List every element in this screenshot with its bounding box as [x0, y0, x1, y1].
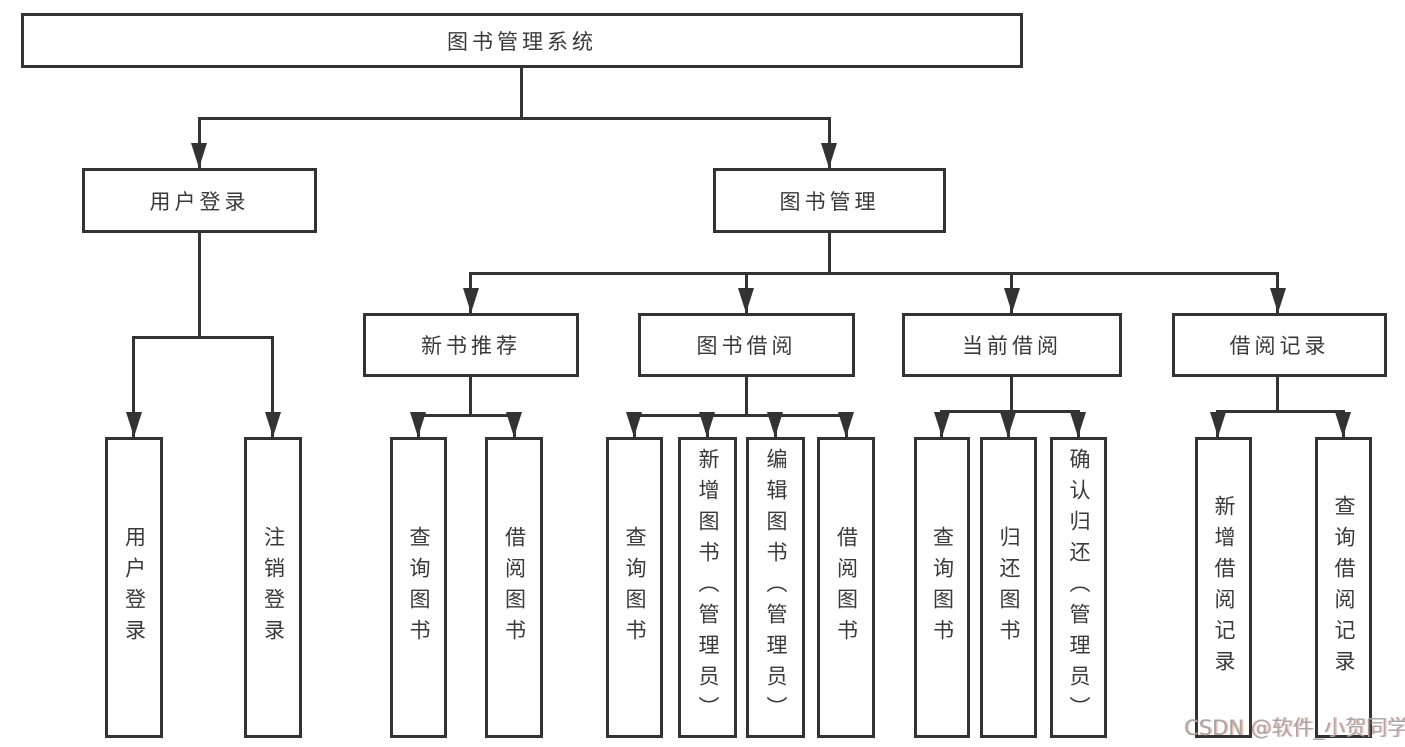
arrow-leaf-borrow-rec-icon — [506, 412, 522, 437]
node-user-login-label: 用户登录 — [149, 189, 250, 214]
arrow-book-mgmt-icon — [821, 143, 837, 168]
arrow-book-borrow-icon — [738, 288, 754, 313]
node-root-label: 图书管理系统 — [447, 29, 597, 54]
connector-user-login-drop — [198, 117, 201, 168]
leaf-borrow-book-rec-label: 借阅图书 — [502, 525, 527, 650]
node-root: 图书管理系统 — [21, 13, 1023, 68]
arrow-current-borrow-icon — [1004, 288, 1020, 313]
node-current-borrow-label: 当前借阅 — [962, 334, 1062, 358]
connector-book-borrow-bar — [633, 414, 848, 417]
arrow-borrow-records-icon — [1270, 288, 1286, 313]
arrow-leaf-edit-book-icon — [767, 412, 783, 437]
leaf-confirm-return-admin: 确认归还（管理员） — [1050, 437, 1107, 738]
node-new-book-rec: 新书推荐 — [363, 313, 579, 377]
arrow-new-book-rec-icon — [463, 288, 479, 313]
connector-current-borrow-stem — [1010, 377, 1013, 410]
node-book-borrow-label: 图书借阅 — [696, 334, 797, 358]
leaf-add-book-admin: 新增图书（管理员） — [678, 437, 737, 738]
connector-user-login-stem — [198, 233, 201, 336]
leaf-query-book-current: 查询图书 — [914, 437, 970, 738]
connector-new-book-rec-stem — [469, 377, 472, 414]
leaf-query-book-borrow-label: 查询图书 — [623, 525, 647, 650]
leaf-user-login-label: 用户登录 — [122, 525, 147, 650]
leaf-query-book-borrow: 查询图书 — [606, 437, 663, 738]
node-book-borrow: 图书借阅 — [638, 313, 855, 377]
node-current-borrow: 当前借阅 — [902, 313, 1122, 377]
connector-root-bar — [198, 117, 831, 120]
connector-book-mgmt-drop — [828, 117, 831, 168]
node-new-book-rec-label: 新书推荐 — [421, 334, 521, 358]
leaf-query-book-rec: 查询图书 — [390, 437, 447, 738]
node-book-mgmt: 图书管理 — [713, 168, 946, 233]
node-borrow-records-label: 借阅记录 — [1229, 334, 1330, 358]
leaf-query-borrow-record-label: 查询借阅记录 — [1332, 494, 1356, 681]
leaf-query-borrow-record: 查询借阅记录 — [1315, 437, 1372, 738]
connector-book-mgmt-bar — [469, 272, 1279, 275]
leaf-add-borrow-record: 新增借阅记录 — [1195, 437, 1252, 738]
arrow-leaf-logout-icon — [265, 412, 281, 437]
csdn-watermark: CSDN @软件_小贺同学 — [1184, 716, 1405, 740]
arrow-leaf-query-cb-icon — [934, 412, 950, 437]
leaf-borrow-book-rec: 借阅图书 — [485, 437, 543, 738]
connector-leaf-logout-drop — [271, 336, 274, 437]
connector-user-login-bar — [132, 336, 274, 339]
connector-current-borrow-bar — [940, 410, 1080, 413]
leaf-query-book-current-label: 查询图书 — [930, 525, 955, 650]
leaf-edit-book-admin-label: 编辑图书（管理员） — [764, 448, 788, 727]
connector-root-stem — [520, 68, 523, 117]
leaf-borrow-book-borrow: 借阅图书 — [817, 437, 875, 738]
arrow-leaf-query-rec-icon — [410, 412, 426, 437]
leaf-user-login: 用户登录 — [105, 437, 163, 738]
arrow-leaf-query-bb-icon — [626, 412, 642, 437]
connector-book-borrow-stem — [745, 377, 748, 414]
arrow-leaf-query-record-icon — [1335, 412, 1351, 437]
leaf-edit-book-admin: 编辑图书（管理员） — [746, 437, 805, 738]
arrow-leaf-return-icon — [1000, 412, 1016, 437]
leaf-confirm-return-admin-label: 确认归还（管理员） — [1067, 448, 1091, 727]
connector-borrow-records-bar — [1216, 410, 1345, 413]
leaf-query-book-rec-label: 查询图书 — [407, 525, 431, 650]
leaf-add-borrow-record-label: 新增借阅记录 — [1212, 494, 1236, 681]
node-borrow-records: 借阅记录 — [1172, 313, 1387, 377]
arrow-leaf-add-book-icon — [699, 412, 715, 437]
node-book-mgmt-label: 图书管理 — [779, 189, 880, 214]
leaf-logout: 注销登录 — [244, 437, 302, 738]
leaf-return-book: 归还图书 — [980, 437, 1037, 738]
connector-new-book-rec-bar — [417, 414, 516, 417]
connector-book-mgmt-stem — [828, 233, 831, 272]
leaf-return-book-label: 归还图书 — [997, 525, 1021, 650]
arrow-user-login-icon — [191, 143, 207, 168]
leaf-logout-label: 注销登录 — [261, 525, 286, 650]
leaf-borrow-book-borrow-label: 借阅图书 — [834, 525, 859, 650]
arrow-leaf-add-record-icon — [1210, 412, 1226, 437]
arrow-leaf-confirm-icon — [1070, 412, 1086, 437]
arrow-leaf-user-login-icon — [126, 412, 142, 437]
arrow-leaf-borrow-bb-icon — [838, 412, 854, 437]
connector-leaf-user-login-drop — [132, 336, 135, 437]
connector-borrow-records-stem — [1276, 377, 1279, 410]
leaf-add-book-admin-label: 新增图书（管理员） — [696, 448, 720, 727]
node-user-login: 用户登录 — [82, 168, 317, 233]
